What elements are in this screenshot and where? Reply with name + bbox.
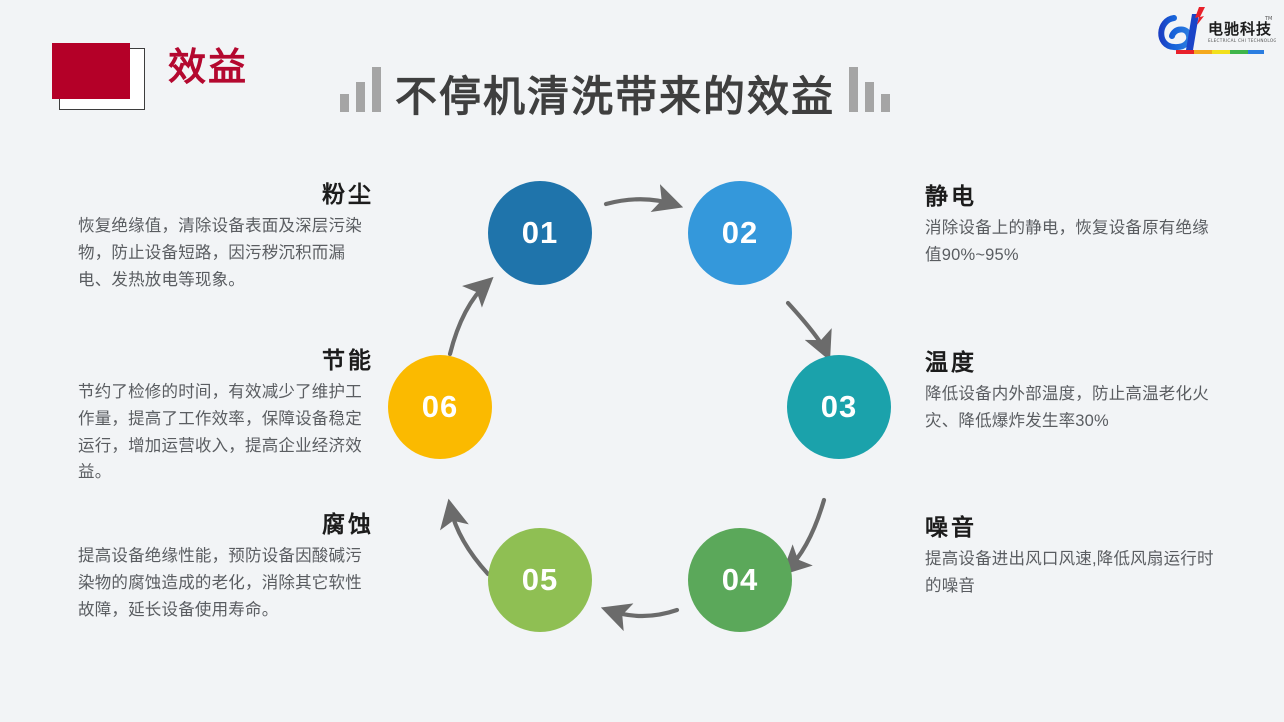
bar-chart-decoration-left <box>340 66 381 118</box>
benefit-block-static: 静电 消除设备上的静电，恢复设备原有绝缘值90%~95% <box>925 183 1221 269</box>
benefit-body-corrosion: 提高设备绝缘性能，预防设备因酸碱污染物的腐蚀造成的老化，消除其它软性故障，延长设… <box>78 547 362 619</box>
benefit-block-dust: 粉尘 恢复绝缘值，清除设备表面及深层污染物，防止设备短路，因污秽沉积而漏电、发热… <box>78 181 374 293</box>
cycle-node-05[interactable]: 05 <box>488 528 592 632</box>
cycle-node-03[interactable]: 03 <box>787 355 891 459</box>
benefit-title-static: 静电 <box>925 183 977 209</box>
benefit-block-noise: 噪音 提高设备进出风口风速,降低风扇运行时的噪音 <box>925 514 1221 600</box>
benefit-block-temperature: 温度 降低设备内外部温度，防止高温老化火灾、降低爆炸发生率30% <box>925 349 1221 435</box>
company-logo: 电驰科技 ELECTRICAL CHI TECHNOLOGY TM <box>1152 4 1279 58</box>
cycle-node-02-label: 02 <box>721 215 759 250</box>
benefit-block-corrosion: 腐蚀 提高设备绝缘性能，预防设备因酸碱污染物的腐蚀造成的老化，消除其它软性故障，… <box>78 511 374 623</box>
cycle-node-01[interactable]: 01 <box>488 181 592 285</box>
bar-chart-decoration-right <box>849 66 891 118</box>
arrow-06-to-01 <box>447 276 494 357</box>
cycle-node-04-label: 04 <box>721 562 759 597</box>
cycle-node-06-label: 06 <box>421 389 459 424</box>
svg-text:TM: TM <box>1264 16 1272 22</box>
benefit-block-energy: 节能 节约了检修的时间，有效减少了维护工作量，提高了工作效率，保障设备稳定运行，… <box>78 347 374 486</box>
arrow-05-to-06 <box>440 498 491 577</box>
arrow-01-to-02 <box>603 184 684 213</box>
page-title-group: 不停机清洗带来的效益 <box>340 66 891 120</box>
cycle-arrows <box>440 184 832 632</box>
page-title: 不停机清洗带来的效益 <box>395 73 836 120</box>
svg-text:电驰科技: 电驰科技 <box>1208 20 1272 38</box>
benefit-body-static: 消除设备上的静电，恢复设备原有绝缘值90%~95% <box>925 219 1209 265</box>
cycle-node-03-label: 03 <box>820 389 858 424</box>
arrow-02-to-03 <box>785 300 832 361</box>
benefit-body-dust: 恢复绝缘值，清除设备表面及深层污染物，防止设备短路，因污秽沉积而漏电、发热放电等… <box>78 217 362 289</box>
cycle-node-06[interactable]: 06 <box>388 355 492 459</box>
cycle-node-02[interactable]: 02 <box>688 181 792 285</box>
benefit-body-noise: 提高设备进出风口风速,降低风扇运行时的噪音 <box>925 550 1214 596</box>
benefit-title-temperature: 温度 <box>925 349 977 375</box>
cycle-node-04[interactable]: 04 <box>688 528 792 632</box>
cycle-node-01-label: 01 <box>521 215 559 250</box>
benefit-title-corrosion: 腐蚀 <box>322 511 374 537</box>
benefit-title-energy: 节能 <box>322 347 374 373</box>
benefit-title-dust: 粉尘 <box>322 181 374 207</box>
cycle-node-05-label: 05 <box>521 562 559 597</box>
arrow-04-to-05 <box>600 603 680 632</box>
header-kicker: 效益 <box>168 44 249 89</box>
benefit-body-temperature: 降低设备内外部温度，防止高温老化火灾、降低爆炸发生率30% <box>925 385 1209 431</box>
benefit-cycle-diagram: 01 02 03 04 05 06 <box>380 170 900 690</box>
svg-text:ELECTRICAL CHI TECHNOLOGY: ELECTRICAL CHI TECHNOLOGY <box>1208 38 1276 43</box>
header-mark-square <box>52 43 130 99</box>
benefit-title-noise: 噪音 <box>925 514 977 540</box>
benefit-body-energy: 节约了检修的时间，有效减少了维护工作量，提高了工作效率，保障设备稳定运行，增加运… <box>78 383 362 482</box>
arrow-03-to-04 <box>781 497 827 576</box>
